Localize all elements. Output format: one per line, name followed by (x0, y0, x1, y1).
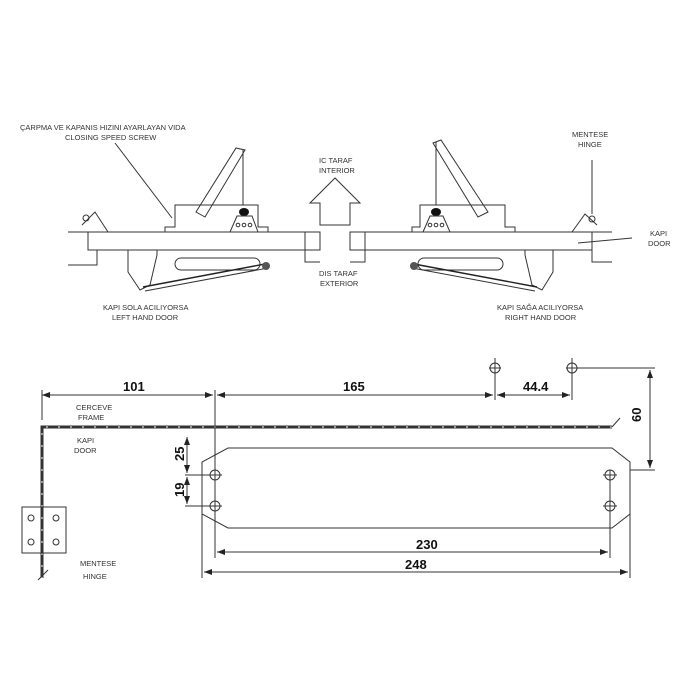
right-closer (410, 139, 598, 292)
arm-holes (489, 358, 655, 400)
center-frame-left (304, 231, 320, 263)
dim-19: 19 (172, 483, 187, 497)
door-label-tr: KAPI (77, 436, 94, 445)
dim-101: 101 (123, 379, 145, 394)
dim-165: 165 (343, 379, 365, 394)
exterior-label-en: EXTERIOR (320, 279, 359, 288)
screw-leader-line (114, 142, 173, 219)
screw-label-en: CLOSING SPEED SCREW (65, 133, 157, 142)
top-door-label-en: DOOR (648, 239, 671, 248)
left-door-beam (87, 231, 321, 251)
dim-248: 248 (405, 557, 427, 572)
body-holes (185, 390, 655, 578)
door-leader-line (577, 237, 633, 244)
top-hinge-label-tr: MENTESE (572, 130, 608, 139)
left-frame (68, 231, 98, 266)
left-closer (81, 147, 270, 292)
interior-label-en: INTERIOR (319, 166, 355, 175)
left-hand-label-en: LEFT HAND DOOR (112, 313, 179, 322)
left-hand-label-tr: KAPI SOLA ACILIYORSA (103, 303, 188, 312)
frame-label-en: FRAME (78, 413, 104, 422)
dim-60: 60 (629, 408, 644, 422)
top-door-label-tr: KAPI (650, 229, 667, 238)
interior-arrow-icon (308, 177, 362, 226)
screw-label-tr: ÇARPMA VE KAPANIS HIZINI AYARLAYAN VIDA (20, 123, 186, 132)
dim-230: 230 (416, 537, 438, 552)
dimension-view: CERCEVE FRAME KAPI DOOR MENTESE HINGE (21, 358, 655, 581)
right-hand-label-tr: KAPI SAĞA ACILIYORSA (497, 303, 583, 312)
center-frame-right (350, 231, 366, 263)
hinge-label-tr: MENTESE (80, 559, 116, 568)
right-frame (591, 231, 612, 263)
hinge-label-en: HINGE (83, 572, 107, 581)
closer-body-plate (201, 447, 631, 529)
exterior-label-tr: DIS TARAF (319, 269, 358, 278)
dim-25: 25 (172, 447, 187, 461)
right-hand-label-en: RIGHT HAND DOOR (505, 313, 577, 322)
dim-44: 44.4 (523, 379, 549, 394)
top-hinge-label-en: HINGE (578, 140, 602, 149)
frame-label-tr: CERCEVE (76, 403, 112, 412)
right-door-beam (349, 231, 593, 251)
hinge-icon (21, 506, 67, 554)
interior-label-tr: IC TARAF (319, 156, 353, 165)
top-installation-view: ÇARPMA VE KAPANIS HIZINI AYARLAYAN VIDA … (20, 123, 671, 322)
door-label-en: DOOR (74, 446, 97, 455)
